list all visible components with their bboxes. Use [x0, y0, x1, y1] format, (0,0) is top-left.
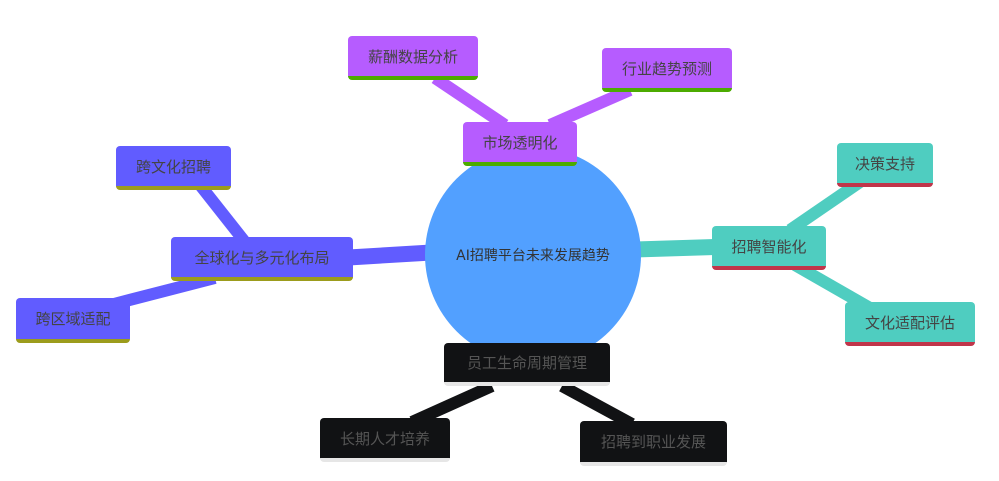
node-label: 市场透明化 [482, 133, 558, 152]
node-label: 行业趋势预测 [621, 59, 712, 78]
root-label: AI招聘平台未来发展趋势 [456, 248, 610, 264]
node-global-diversity[interactable]: 全球化与多元化布局 [171, 237, 353, 281]
node-industry-trend[interactable]: 行业趋势预测 [602, 48, 732, 92]
node-salary-analysis[interactable]: 薪酬数据分析 [348, 36, 478, 80]
node-label: 跨文化招聘 [135, 157, 211, 176]
node-culture-fit[interactable]: 文化适配评估 [845, 302, 975, 346]
node-label: 文化适配评估 [864, 313, 955, 332]
node-label: 全球化与多元化布局 [194, 248, 330, 267]
node-label: 招聘智能化 [731, 237, 807, 256]
edge-smart-culture [792, 259, 873, 314]
edge-lifecycle-long [409, 380, 495, 428]
node-label: 招聘到职业发展 [600, 433, 706, 451]
node-label: 长期人才培养 [339, 429, 430, 448]
node-smart-recruiting[interactable]: 招聘智能化 [712, 226, 826, 270]
root-node[interactable]: AI招聘平台未来发展趋势 [425, 147, 641, 363]
node-label: 薪酬数据分析 [367, 47, 458, 66]
edge-global [339, 244, 441, 266]
edge-smart-decision [786, 177, 864, 235]
edge-market-trend [547, 84, 633, 131]
node-market-transparency[interactable]: 市场透明化 [463, 122, 577, 166]
node-long-term-talent[interactable]: 长期人才培养 [320, 418, 450, 462]
node-decision-support[interactable]: 决策支持 [837, 143, 933, 187]
edge-market-salary [431, 73, 509, 130]
node-recruit-to-career[interactable]: 招聘到职业发展 [580, 421, 727, 466]
node-label: 跨区域适配 [35, 310, 111, 328]
edge-lifecycle-career [559, 380, 635, 430]
node-cross-culture[interactable]: 跨文化招聘 [116, 146, 231, 190]
node-employee-lifecycle[interactable]: 员工生命周期管理 [444, 343, 610, 386]
node-cross-region[interactable]: 跨区域适配 [16, 298, 130, 343]
node-label: 决策支持 [854, 154, 915, 173]
node-label: 员工生命周期管理 [466, 354, 587, 372]
edge-global-crossculture [195, 181, 250, 246]
